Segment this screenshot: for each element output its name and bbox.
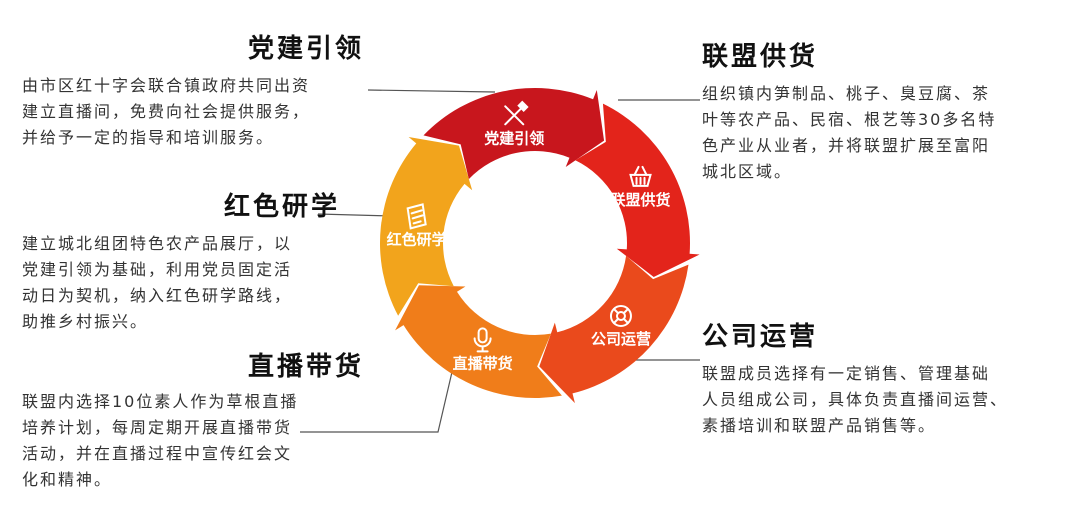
cycle-label-dangjian: 党建引领 bbox=[484, 129, 544, 147]
stage-text-zhibo-line3: 活动，并在直播过程中宣传红会文 bbox=[22, 444, 293, 463]
cycle-icons bbox=[406, 100, 652, 353]
stage-text-gonghuo-line2: 叶等农产品、民宿、根艺等30多名特 bbox=[702, 110, 997, 129]
cycle-arrow-dangjian bbox=[423, 87, 605, 180]
stage-text-dangjian-line2: 建立直播间，免费向社会提供服务， bbox=[22, 102, 311, 121]
stage-title-dangjian: 党建引领 bbox=[247, 34, 364, 64]
cycle-arrow-zhibo bbox=[395, 285, 562, 398]
stage-text-yanxue-line4: 助推乡村振兴。 bbox=[22, 312, 149, 331]
stage-text-yanxue-line3: 动日为契机，纳入红色研学路线， bbox=[22, 286, 293, 305]
stage-text-gongsi-line1: 联盟成员选择有一定销售、管理基础 bbox=[702, 364, 991, 383]
cycle-label-yanxue: 红色研学 bbox=[387, 230, 447, 248]
stage-text-zhibo-line4: 化和精神。 bbox=[22, 470, 113, 489]
stage-title-gonghuo: 联盟供货 bbox=[702, 42, 819, 72]
stage-block-yanxue: 红色研学 建立城北组团特色农产品展厅，以 党建引领为基础，利用党员固定活 动日为… bbox=[22, 186, 352, 335]
stage-block-zhibo: 直播带货 联盟内选择10位素人作为草根直播 培养计划，每周定期开展直播带货 活动… bbox=[22, 346, 382, 493]
stage-block-dangjian: 党建引领 由市区红十字会联合镇政府共同出资 建立直播间，免费向社会提供服务， 并… bbox=[22, 28, 372, 151]
lifebuoy-icon bbox=[609, 305, 632, 328]
stage-block-gongsi: 公司运营 联盟成员选择有一定销售、管理基础 人员组成公司，具体负责直播间运营、 … bbox=[702, 316, 1062, 439]
tools-icon bbox=[504, 100, 529, 126]
microphone-icon bbox=[473, 327, 492, 353]
cycle-arrow-gongsi bbox=[539, 255, 689, 404]
connector-yanxue bbox=[317, 213, 393, 217]
cycle-label-zhibo: 直播带货 bbox=[453, 354, 513, 372]
stage-text-zhibo-line1: 联盟内选择10位素人作为草根直播 bbox=[22, 392, 299, 411]
cycle-arrows bbox=[380, 87, 700, 404]
stage-text-zhibo-line2: 培养计划，每周定期开展直播带货 bbox=[22, 418, 293, 437]
stage-text-gongsi-line2: 人员组成公司，具体负责直播间运营、 bbox=[702, 390, 1009, 409]
stage-text-gonghuo-line3: 色产业从业者，并将联盟扩展至富阳 bbox=[702, 136, 991, 155]
stage-text-gongsi-line3: 素播培训和联盟产品销售等。 bbox=[702, 416, 937, 435]
stage-text-yanxue-line2: 党建引领为基础，利用党员固定活 bbox=[22, 260, 293, 279]
stage-title-zhibo: 直播带货 bbox=[247, 352, 364, 382]
stage-block-gonghuo: 联盟供货 组织镇内笋制品、桃子、臭豆腐、茶 叶等农产品、民宿、根艺等30多名特 … bbox=[702, 36, 1062, 185]
stage-text-yanxue-line1: 建立城北组团特色农产品展厅，以 bbox=[22, 234, 293, 253]
cycle-arrow-yanxue bbox=[380, 136, 473, 316]
stage-text-gonghuo-line4: 城北区域。 bbox=[702, 162, 793, 181]
stage-text-dangjian-line1: 由市区红十字会联合镇政府共同出资 bbox=[22, 76, 311, 95]
stage-text-gonghuo-line1: 组织镇内笋制品、桃子、臭豆腐、茶 bbox=[702, 84, 991, 103]
stage-title-gongsi: 公司运营 bbox=[702, 322, 819, 352]
cycle-label-gongsi: 公司运营 bbox=[591, 330, 651, 348]
connector-zhibo bbox=[300, 371, 453, 433]
basket-icon bbox=[629, 165, 652, 187]
stage-text-dangjian-line3: 并给予一定的指导和培训服务。 bbox=[22, 128, 275, 147]
book-icon bbox=[406, 203, 427, 230]
cycle-arrow-gonghuo bbox=[575, 103, 700, 278]
connector-dangjian bbox=[367, 89, 496, 93]
stage-title-yanxue: 红色研学 bbox=[223, 192, 340, 222]
cycle-label-gonghuo: 联盟供货 bbox=[611, 191, 671, 209]
